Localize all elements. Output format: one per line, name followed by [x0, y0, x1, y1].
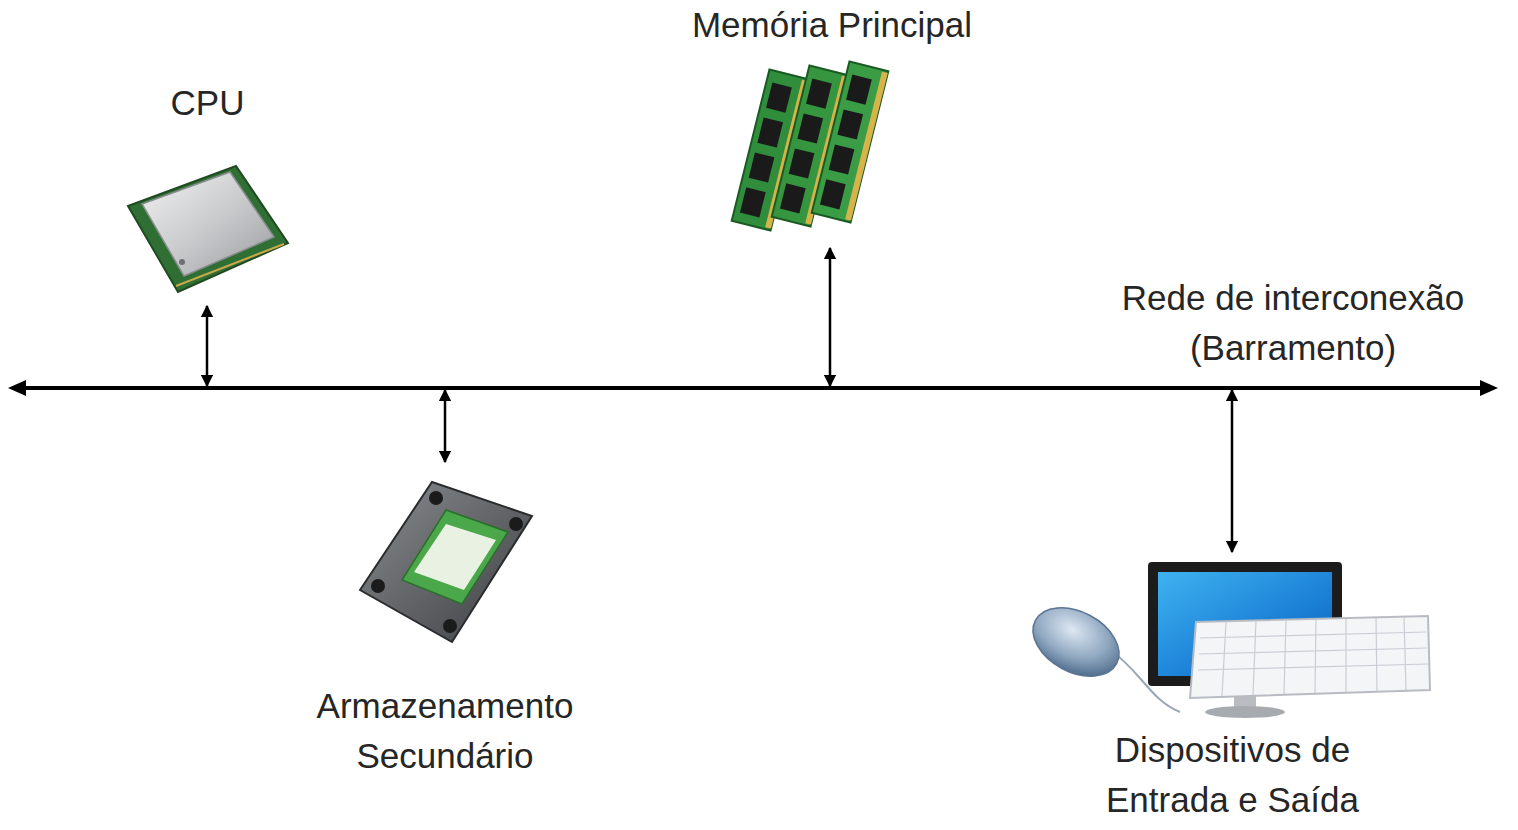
component-node: Dispositivos de Entrada e Saída	[1015, 556, 1450, 826]
component-label: CPU	[171, 78, 245, 129]
component-node: CPU	[110, 78, 305, 300]
bus-line	[8, 386, 1498, 390]
component-node: Memória Principal	[640, 0, 1024, 242]
bus-connector	[206, 306, 209, 386]
bus-connector	[1231, 390, 1234, 552]
bus-label: Rede de interconexão (Barramento)	[1088, 273, 1498, 375]
bus-connector	[829, 248, 832, 386]
hard-disk	[360, 482, 532, 642]
component-label: Dispositivos de Entrada e Saída	[1073, 725, 1393, 827]
computer-peripherals	[1021, 562, 1430, 718]
bus-node: Rede de interconexão (Barramento)	[8, 386, 1498, 390]
component-node: Armazenamento Secundário	[280, 466, 610, 782]
component-label: Memória Principal	[692, 0, 972, 51]
cpu-chip	[128, 166, 288, 292]
bus-connector	[444, 390, 447, 462]
ram-modules	[732, 61, 889, 230]
component-label: Armazenamento Secundário	[280, 681, 610, 783]
